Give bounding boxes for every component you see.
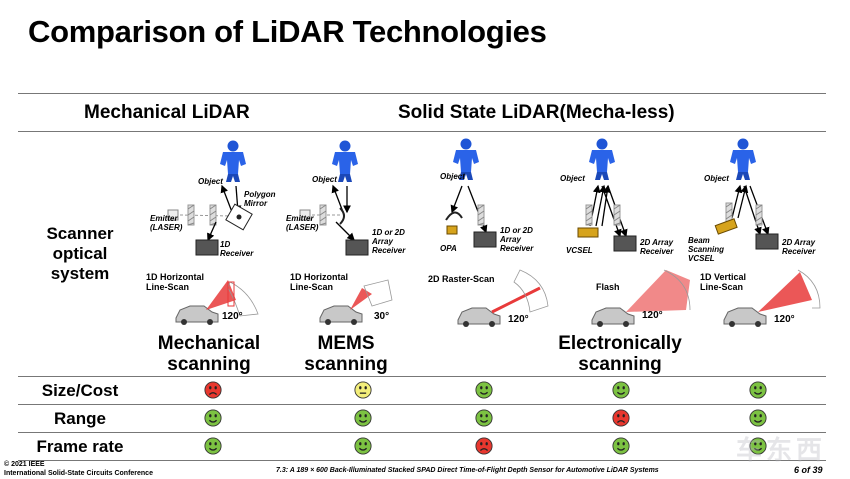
- diagram-1-receiver-label: 1D Receiver: [220, 240, 254, 258]
- scanning-type-electronic: Electronically scanning: [558, 333, 682, 375]
- scanning-type-mems: MEMS scanning: [304, 333, 388, 375]
- rating-good-face-icon: [749, 409, 767, 427]
- diagram-4-emitter-label: VCSEL: [566, 246, 593, 255]
- size-cost-rule: [18, 376, 826, 377]
- scan-5-angle: 120°: [774, 314, 795, 325]
- rating-good-face-icon: [354, 437, 372, 455]
- diagram-1-mirror-label: Polygon Mirror: [244, 190, 276, 208]
- header-rule: [18, 131, 826, 132]
- footer-copyright: © 2021 IEEE: [4, 461, 45, 468]
- diagram-5-emitter-label: Beam Scanning VCSEL: [688, 236, 725, 263]
- scan-5-label: 1D Vertical Line-Scan: [700, 272, 747, 292]
- row-label-size-cost: Size/Cost: [41, 381, 119, 400]
- diagram-2-object-label: Object: [312, 175, 337, 184]
- diagram-3-receiver-label: 1D or 2D Array Receiver: [500, 226, 534, 253]
- scan-2-angle: 30°: [374, 311, 390, 322]
- rating-good-face-icon: [749, 381, 767, 399]
- vcsel-diagram: [577, 138, 637, 252]
- row-label-range: Range: [54, 409, 106, 428]
- diagram-1-object-label: Object: [198, 177, 223, 186]
- diagram-4-receiver-label: 2D Array Receiver: [640, 238, 674, 256]
- mechanical-diagram: [167, 140, 253, 256]
- scan-3-label: 2D Raster-Scan: [428, 274, 495, 284]
- range-rule: [18, 404, 826, 405]
- scan-1-label: 1D Horizontal Line-Scan: [146, 272, 205, 292]
- rating-good-face-icon: [749, 437, 767, 455]
- rating-bad-face-icon: [204, 381, 222, 399]
- scan-3-angle: 120°: [508, 314, 529, 325]
- beam-vcsel-diagram: [714, 138, 779, 250]
- diagram-5-object-label: Object: [704, 174, 729, 183]
- diagram-2-receiver-label: 1D or 2D Array Receiver: [372, 228, 406, 255]
- rating-good-face-icon: [354, 409, 372, 427]
- scan-4-label: Flash: [596, 282, 620, 292]
- rating-good-face-icon: [475, 409, 493, 427]
- table-top-rule: [18, 93, 826, 94]
- column-header-mechanical: Mechanical LiDAR: [84, 102, 250, 123]
- slide-title: Comparison of LiDAR Technologies: [28, 14, 547, 49]
- diagram-3-emitter-label: OPA: [440, 244, 457, 253]
- row-label-frame-rate: Frame rate: [36, 437, 124, 456]
- row-label-scanner: Scanner optical system: [46, 224, 114, 283]
- diagram-5-receiver-label: 2D Array Receiver: [782, 238, 816, 256]
- scanning-type-mechanical: Mechanical scanning: [157, 333, 261, 375]
- rating-good-face-icon: [475, 381, 493, 399]
- rating-good-face-icon: [612, 437, 630, 455]
- diagram-1-emitter-label: Emitter (LASER): [150, 214, 183, 232]
- scan-illustrations: [175, 269, 821, 327]
- scan-1-angle: 120°: [222, 311, 243, 322]
- diagram-3-object-label: Object: [440, 172, 465, 181]
- rating-good-face-icon: [204, 437, 222, 455]
- rating-good-face-icon: [204, 409, 222, 427]
- scan-4-angle: 120°: [642, 310, 663, 321]
- opa-diagram: [445, 138, 497, 248]
- mems-diagram: [299, 140, 369, 256]
- frame-rate-rule: [18, 432, 826, 433]
- footer-paper-title: 7.3: A 189 × 600 Back-Illuminated Stacke…: [276, 467, 659, 474]
- scan-2-label: 1D Horizontal Line-Scan: [290, 272, 349, 292]
- diagram-4-object-label: Object: [560, 174, 585, 183]
- diagram-2-emitter-label: Emitter (LASER): [286, 214, 319, 232]
- column-header-solid-state: Solid State LiDAR(Mecha-less): [398, 102, 675, 123]
- table-bottom-rule: [18, 460, 826, 461]
- rating-bad-face-icon: [612, 409, 630, 427]
- rating-neutral-face-icon: [354, 381, 372, 399]
- rating-good-face-icon: [612, 381, 630, 399]
- rating-bad-face-icon: [475, 437, 493, 455]
- footer-conference: International Solid-State Circuits Confe…: [4, 470, 153, 477]
- page-number: 6 of 39: [794, 465, 823, 475]
- watermark: 车东西: [736, 435, 827, 465]
